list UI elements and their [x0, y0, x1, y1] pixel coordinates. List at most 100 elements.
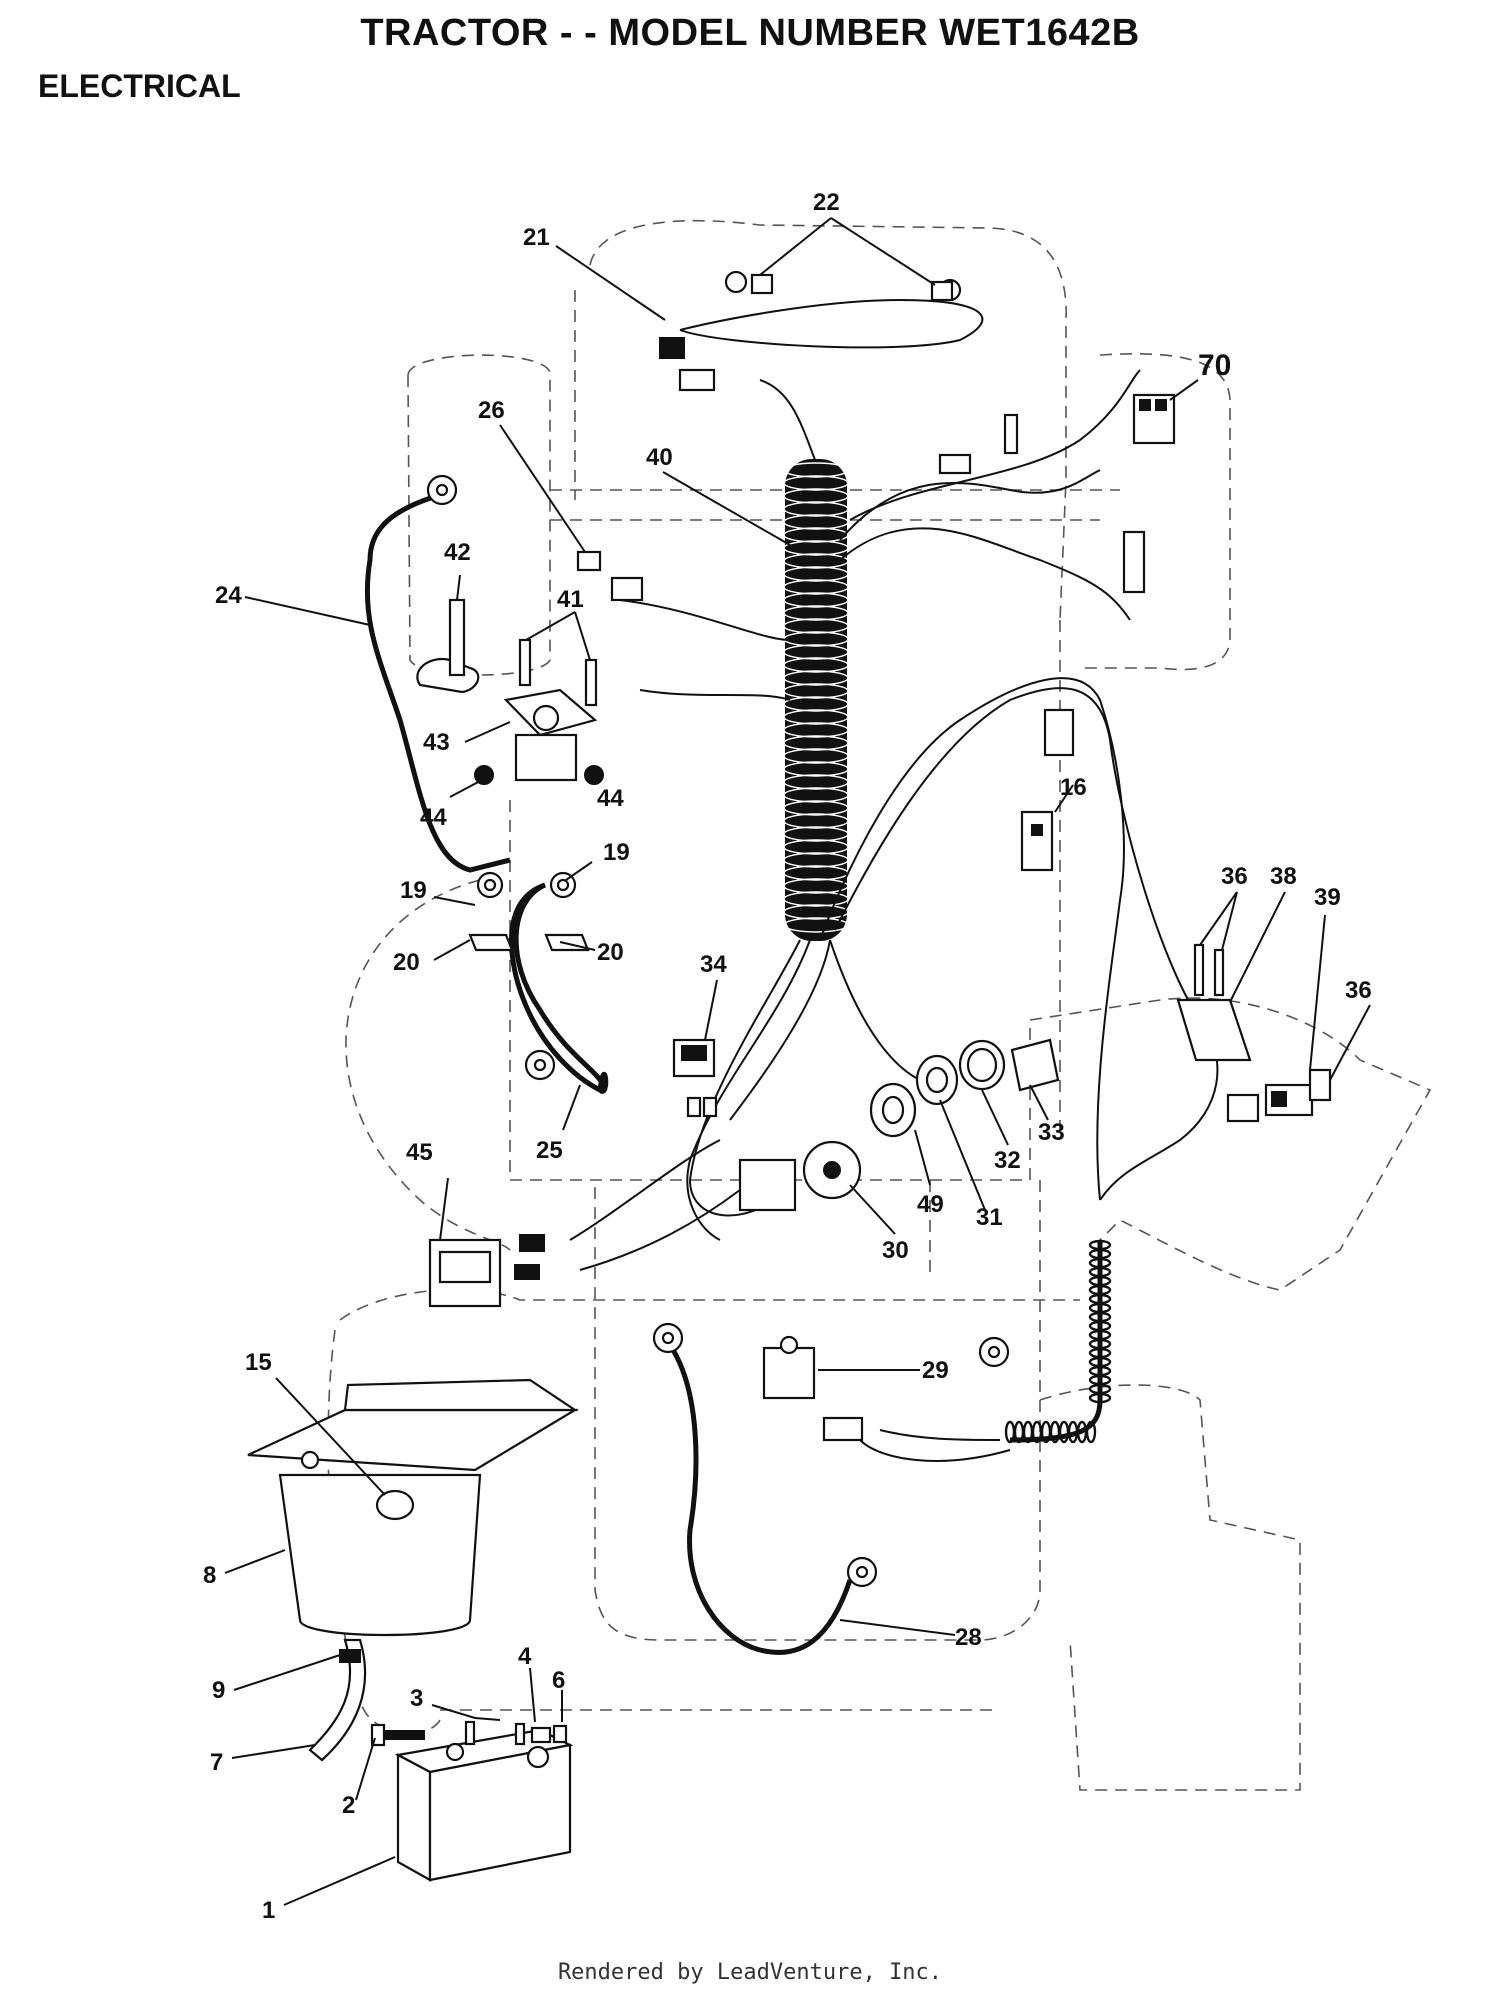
- conduit-ring: [783, 722, 849, 738]
- callout-49: 49: [917, 1191, 944, 1218]
- callout-8: 8: [203, 1562, 216, 1589]
- callout-30: 30: [882, 1237, 909, 1264]
- starter-solenoid: [468, 638, 604, 952]
- vent-hose: [308, 1638, 367, 1762]
- conduit-ring: [783, 527, 849, 543]
- conduit-ring: [783, 891, 849, 907]
- seat-switch-16: [1020, 708, 1075, 872]
- callout-19a: 19: [400, 877, 427, 904]
- callout-28: 28: [955, 1624, 982, 1651]
- conduit-ring: [783, 592, 849, 608]
- conduit-ring: [783, 917, 849, 933]
- conduit-ring: [783, 566, 849, 582]
- conduit-ring: [783, 800, 849, 816]
- ring-terminals: [426, 474, 1010, 1588]
- callout-21: 21: [523, 224, 550, 251]
- callout-20a: 20: [393, 949, 420, 976]
- brake-switch-29: [762, 1335, 864, 1442]
- conduit-ring: [783, 813, 849, 829]
- callout-19b: 19: [603, 839, 630, 866]
- tractor-outline: [327, 219, 1432, 1791]
- conduit-ring: [783, 735, 849, 751]
- connector-70: [938, 393, 1176, 594]
- section-title: ELECTRICAL: [38, 68, 241, 104]
- conduit-ring: [783, 709, 849, 725]
- callout-16: 16: [1060, 774, 1087, 801]
- ignition-switch-parts: [738, 1038, 1060, 1212]
- callout-26: 26: [478, 397, 505, 424]
- conduit-ring: [783, 670, 849, 686]
- callout-15: 15: [245, 1349, 272, 1376]
- pto-switch-bracket: [1176, 943, 1332, 1123]
- callout-32: 32: [994, 1147, 1021, 1174]
- conduit-ring: [783, 462, 849, 478]
- callouts: 1 2 3 4 6 7 8 9 15 16 19 19 20 20 21 22 …: [203, 189, 1372, 1924]
- coil-loop: [1088, 1392, 1112, 1404]
- conduit-ring: [783, 488, 849, 504]
- conduit-ring: [783, 696, 849, 712]
- coiled-cable: [1004, 1239, 1112, 1444]
- callout-36a: 36: [1221, 863, 1248, 890]
- conduit-ring: [783, 605, 849, 621]
- conduit-ring: [783, 579, 849, 595]
- conduit-ring: [783, 618, 849, 634]
- conduit-ring: [783, 787, 849, 803]
- coil-loop: [1085, 1420, 1097, 1444]
- conduit-ring: [783, 748, 849, 764]
- page-title: TRACTOR - - MODEL NUMBER WET1642B: [360, 12, 1140, 54]
- callout-41: 41: [557, 586, 584, 613]
- callout-34: 34: [700, 951, 727, 978]
- callout-4: 4: [518, 1643, 532, 1670]
- callout-leaders: [224, 217, 1371, 1906]
- callout-38: 38: [1270, 863, 1297, 890]
- battery-hardware: [370, 1720, 568, 1747]
- battery: [394, 1728, 574, 1882]
- footer-credit: Rendered by LeadVenture, Inc.: [557, 1960, 943, 1985]
- callout-36b: 36: [1345, 977, 1372, 1004]
- callout-6: 6: [552, 1667, 565, 1694]
- headlight-sockets: [724, 270, 962, 302]
- callout-9: 9: [212, 1677, 225, 1704]
- conduit-ring: [783, 839, 849, 855]
- conduit-ring: [783, 683, 849, 699]
- callout-39: 39: [1314, 884, 1341, 911]
- callout-33: 33: [1038, 1119, 1065, 1146]
- callout-20b: 20: [597, 939, 624, 966]
- coil-loop: [1058, 1420, 1070, 1444]
- light-switch-34: [672, 1038, 718, 1118]
- callout-3: 3: [410, 1685, 423, 1712]
- harness-conduit: [783, 459, 849, 941]
- callout-24: 24: [215, 582, 242, 609]
- callout-70: 70: [1198, 349, 1231, 382]
- callout-40: 40: [646, 444, 673, 471]
- battery-cables: [364, 492, 853, 1655]
- hour-meter: [428, 1234, 545, 1308]
- conduit-ring: [783, 774, 849, 790]
- callout-29: 29: [922, 1357, 949, 1384]
- battery-box: [247, 1378, 579, 1637]
- callout-43: 43: [423, 729, 450, 756]
- conduit-ring: [783, 904, 849, 920]
- conduit-ring: [783, 475, 849, 491]
- conduit-ring: [783, 852, 849, 868]
- callout-1: 1: [262, 1897, 275, 1924]
- callout-42: 42: [444, 539, 471, 566]
- conduit-ring: [783, 501, 849, 517]
- callout-44a: 44: [420, 804, 447, 831]
- conduit-ring: [783, 826, 849, 842]
- callout-44b: 44: [597, 785, 624, 812]
- cable-clip: [416, 598, 480, 694]
- harness-wires: [569, 298, 1219, 1462]
- callout-7: 7: [210, 1749, 223, 1776]
- conduit-ring: [783, 761, 849, 777]
- conduit-ring: [783, 878, 849, 894]
- callout-45: 45: [406, 1139, 433, 1166]
- callout-22: 22: [813, 189, 840, 216]
- conduit-ring: [783, 514, 849, 530]
- conduit-ring: [783, 657, 849, 673]
- conduit-ring: [783, 540, 849, 556]
- conduit-ring: [783, 644, 849, 660]
- connectors-26: [576, 337, 716, 602]
- conduit-ring: [783, 553, 849, 569]
